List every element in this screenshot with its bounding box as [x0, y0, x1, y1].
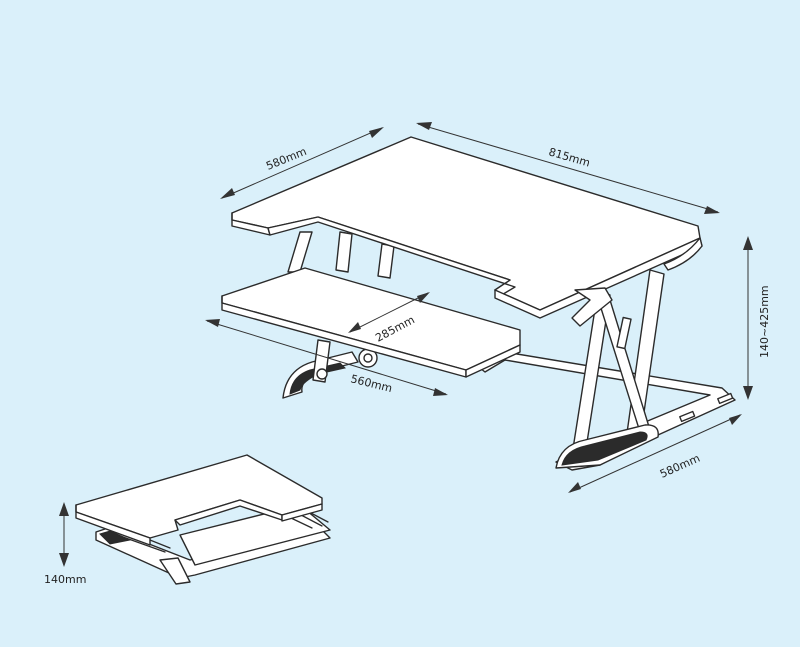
dim-keyboard-depth [348, 292, 430, 333]
label-base-depth: 580mm [658, 452, 702, 481]
dim-base-depth [568, 414, 742, 493]
dim-keyboard-width [205, 319, 448, 396]
keyboard-tray [221, 267, 521, 378]
dim-top-width [416, 122, 720, 214]
dim-height-range [743, 236, 753, 400]
label-top-width: 815mm [547, 145, 591, 169]
dim-collapsed-height [59, 502, 69, 567]
left-scissor-leg [282, 231, 395, 399]
raised-desk-converter [221, 136, 736, 471]
label-height-range: 140~425mm [758, 285, 771, 358]
collapsed-desk-converter [75, 454, 331, 585]
dim-top-depth [220, 127, 384, 199]
work-surface [231, 136, 703, 327]
label-top-depth: 580mm [264, 145, 308, 173]
label-collapsed-height: 140mm [44, 573, 86, 586]
